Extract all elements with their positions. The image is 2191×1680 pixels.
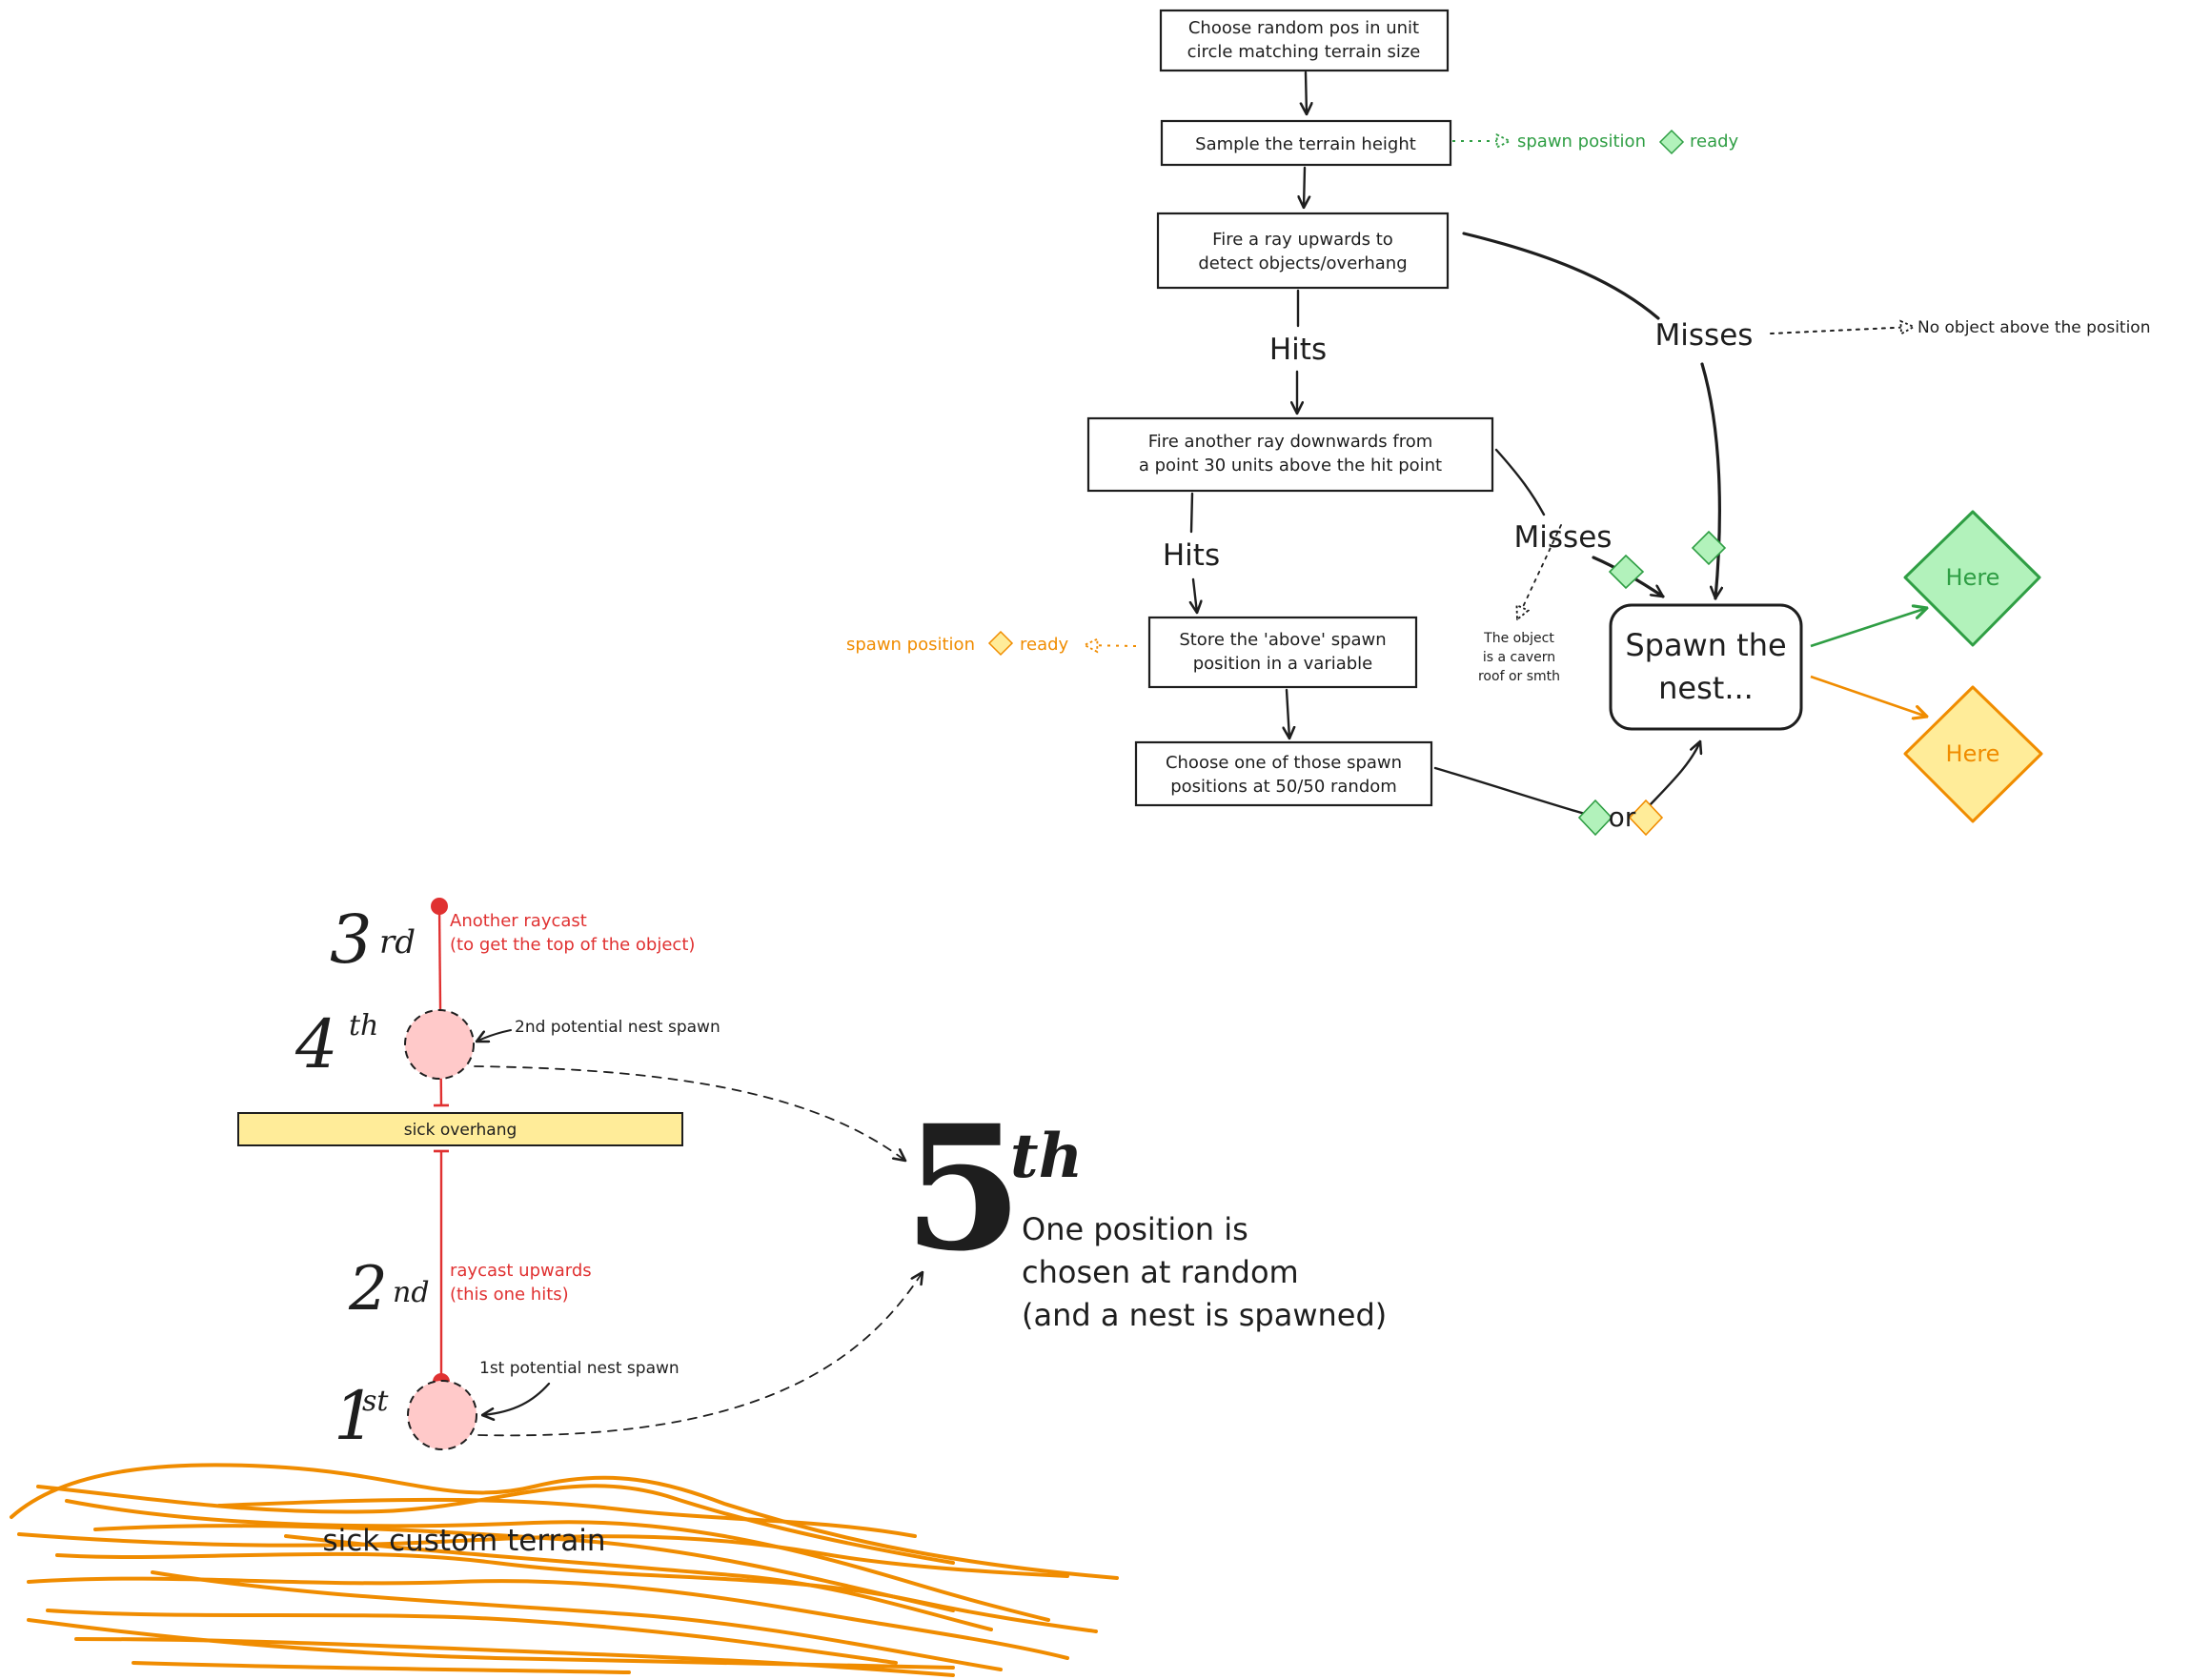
step-choose-random-pos-line2: circle matching terrain size (1187, 42, 1421, 62)
arrow-spawn-to-here-orange (1810, 675, 1927, 717)
step-choose-random-spawn-line2: positions at 50/50 random (1170, 777, 1397, 797)
spawn-1st-note: 1st potential nest spawn (479, 1359, 680, 1378)
step-store-above-position-line2: position in a variable (1193, 654, 1373, 674)
ordinal-3rd-suffix: rd (379, 923, 416, 961)
green-diamond-marker-1 (1691, 530, 1727, 566)
spawn-nest-line2: nest... (1658, 670, 1754, 706)
here-orange-diamond: Here (1903, 685, 2043, 823)
raycast-top-note-line1: Another raycast (450, 911, 587, 931)
spawn-2nd-note: 2nd potential nest spawn (515, 1018, 720, 1037)
step-fire-ray-upwards-line1: Fire a ray upwards to (1212, 230, 1393, 250)
yellow-diamond-marker-1 (1628, 799, 1664, 837)
step-fire-ray-upwards: Fire a ray upwards to detect objects/ove… (1156, 212, 1450, 290)
green-ready-note-text: spawn position (1517, 132, 1646, 152)
arrow-hits-to-step5 (1193, 577, 1197, 613)
result-line3: (and a nest is spawned) (1022, 1297, 1387, 1333)
ordinal-5th: 5 th (903, 1088, 1083, 1289)
terrain-label: sick custom terrain (322, 1524, 605, 1558)
ordinal-3rd: 3 rd (330, 901, 416, 979)
green-ready-diamond (1658, 129, 1685, 155)
raycast-up-note-line1: raycast upwards (450, 1261, 592, 1281)
ordinal-4th: 4 th (294, 1005, 378, 1083)
potential-spawn-1st (407, 1380, 477, 1450)
arrow-or-to-spawn (1649, 741, 1700, 806)
green-diamond-marker-3 (1577, 799, 1613, 837)
arrow-no-object-note (1770, 327, 1914, 334)
here-green-diamond: Here (1903, 510, 2041, 647)
result-line2: chosen at random (1022, 1254, 1299, 1290)
label-misses-2: Misses (1514, 520, 1613, 555)
step-choose-random-spawn: Choose one of those spawn positions at 5… (1134, 740, 1433, 807)
result-line1: One position is (1022, 1211, 1248, 1247)
raycast-up-note-line2: (this one hits) (450, 1285, 569, 1305)
ordinal-5th-number: 5 (903, 1088, 1023, 1289)
ordinal-1st-number: 1 (334, 1377, 376, 1455)
ordinal-2nd-number: 2 (348, 1254, 388, 1325)
arrow-cavern-note (1517, 524, 1562, 619)
orange-ready-diamond (987, 630, 1014, 657)
arrow-step3-to-misses (1462, 232, 1660, 320)
arrow-step4-to-hits-a (1189, 492, 1194, 534)
arrow-step2-to-step3 (1304, 166, 1305, 208)
step-fire-ray-upwards-line2: detect objects/overhang (1198, 253, 1407, 273)
arrow-step4-to-misses (1494, 448, 1546, 516)
ordinal-2nd: 2 nd (348, 1254, 430, 1325)
step-fire-ray-downwards-line1: Fire another ray downwards from (1148, 432, 1433, 452)
ordinal-4th-number: 4 (294, 1005, 338, 1083)
arrow-step1-to-step2 (1306, 71, 1307, 114)
step-store-above-position-line1: Store the 'above' spawn (1179, 630, 1386, 650)
label-hits-2: Hits (1163, 538, 1220, 573)
step-store-above-position: Store the 'above' spawn position in a va… (1147, 616, 1418, 689)
arrow-step5-to-step6 (1287, 688, 1289, 739)
ordinal-1st-suffix: st (362, 1385, 389, 1418)
ordinal-3rd-number: 3 (330, 901, 373, 979)
step-sample-terrain-height: Sample the terrain height (1160, 119, 1452, 167)
cavern-note-line3: roof or smth (1478, 669, 1560, 684)
arrow-spawn-2nd-note (477, 1029, 512, 1042)
arrow-misses-to-spawn (1700, 362, 1719, 598)
step-fire-ray-downwards-line2: a point 30 units above the hit point (1139, 455, 1442, 476)
step-choose-random-pos: Choose random pos in unit circle matchin… (1159, 9, 1450, 72)
green-ready-word: ready (1690, 132, 1739, 152)
step-fire-ray-downwards: Fire another ray downwards from a point … (1086, 416, 1494, 493)
green-diamond-marker-2 (1608, 554, 1645, 590)
here-orange-label: Here (1946, 740, 2000, 767)
overhang-label: sick overhang (404, 1121, 517, 1140)
raycast-top-note-line2: (to get the top of the object) (450, 935, 695, 955)
ordinal-4th-suffix: th (349, 1009, 378, 1042)
arrow-spawn-1st-note (482, 1382, 551, 1415)
cavern-note-line1: The object (1483, 631, 1554, 646)
spawn-nest-box: Spawn the nest... (1609, 603, 1803, 731)
ordinal-1st: 1 st (334, 1377, 389, 1455)
step-choose-random-spawn-line1: Choose one of those spawn (1166, 753, 1402, 773)
ordinal-5th-suffix: th (1010, 1121, 1083, 1192)
raycast-top-origin (431, 898, 448, 915)
terrain-scribble (10, 1463, 1119, 1677)
orange-ready-note-text: spawn position (846, 635, 975, 655)
label-misses-1: Misses (1655, 318, 1754, 353)
spawn-nest-line1: Spawn the (1625, 627, 1786, 663)
arrow-1st-spawn-to-result (477, 1272, 923, 1437)
arrow-orange-ready-note (1085, 645, 1137, 646)
label-hits-1: Hits (1269, 333, 1327, 367)
step-choose-random-pos-line1: Choose random pos in unit (1188, 18, 1419, 38)
arrow-2nd-spawn-to-result (474, 1065, 905, 1161)
potential-spawn-2nd (404, 1009, 475, 1080)
step-sample-terrain-height-label: Sample the terrain height (1195, 134, 1416, 154)
cavern-note-line2: is a cavern (1483, 650, 1555, 665)
arrow-spawn-to-here-green (1810, 608, 1927, 648)
overhang-bar: sick overhang (237, 1112, 683, 1146)
orange-ready-word: ready (1020, 635, 1069, 655)
ordinal-2nd-suffix: nd (393, 1276, 430, 1309)
here-green-label: Here (1946, 564, 2000, 591)
no-object-note: No object above the position (1917, 318, 2150, 337)
arrow-step6-to-or (1433, 766, 1593, 818)
label-or: or (1609, 801, 1636, 833)
